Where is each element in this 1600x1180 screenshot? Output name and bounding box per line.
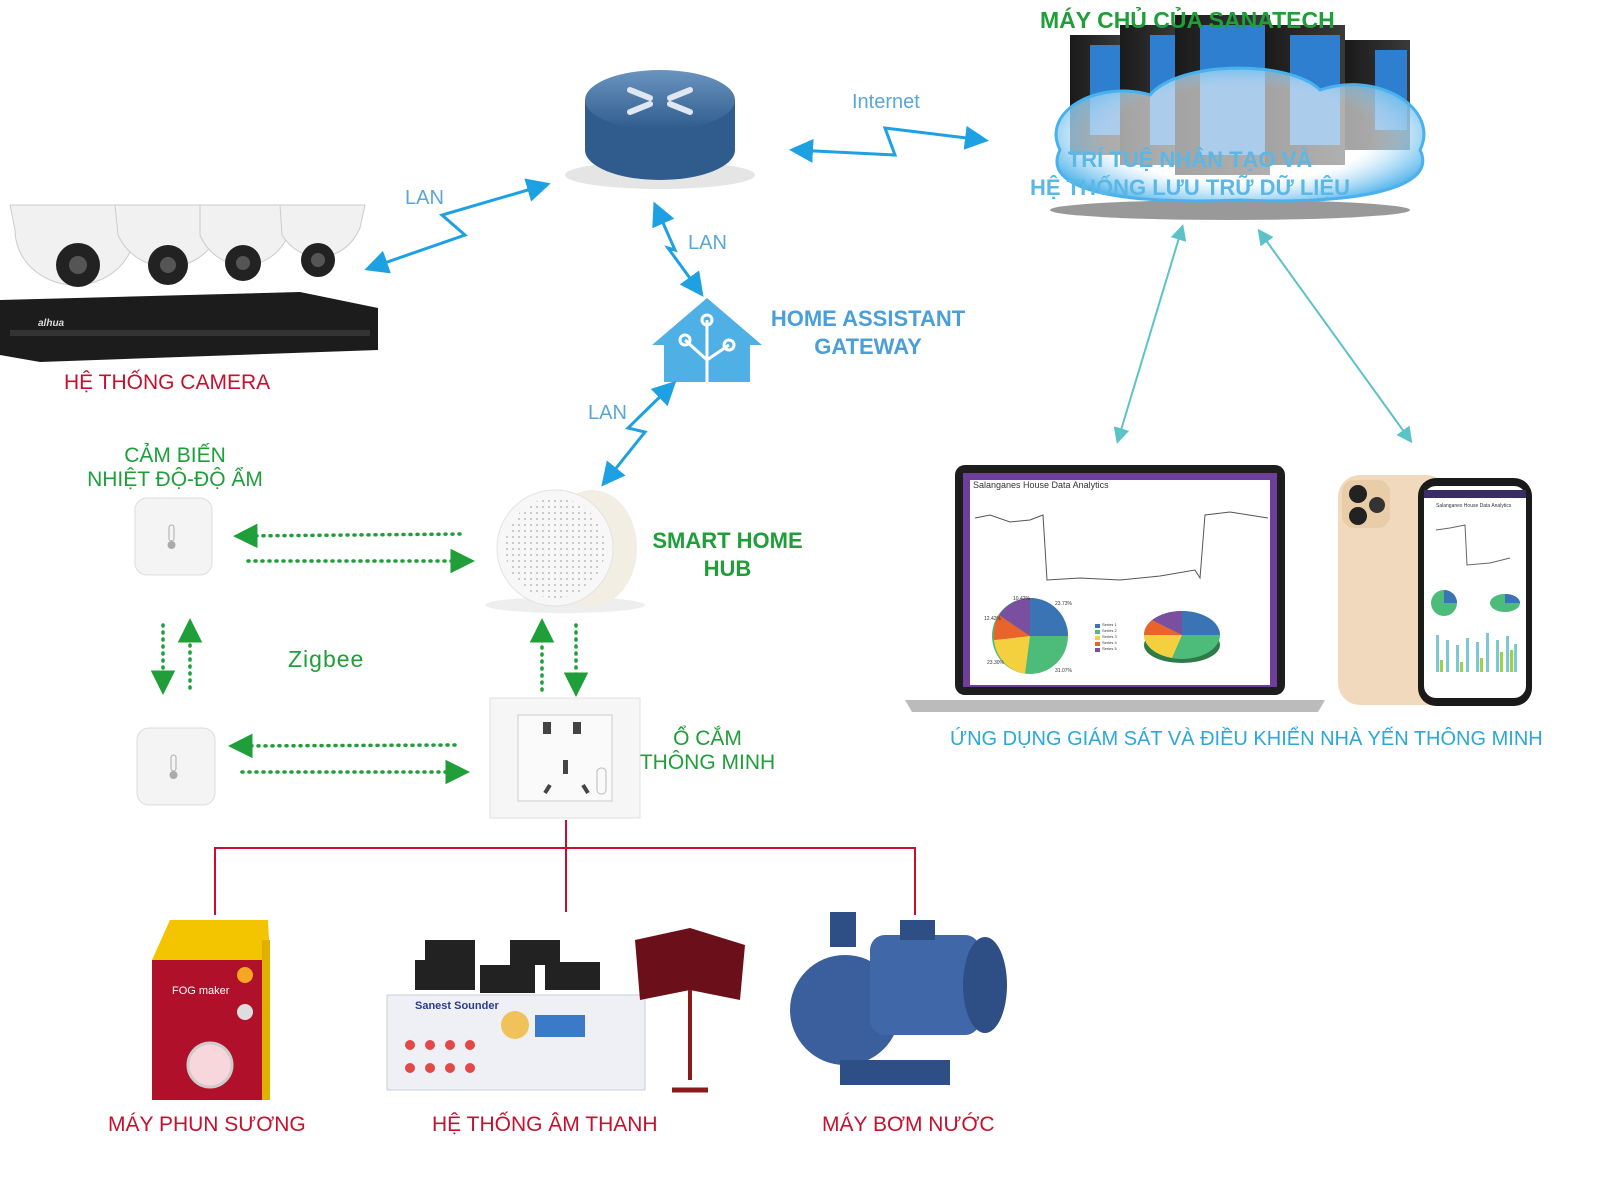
- temperature-humidity-sensor-1: [134, 497, 213, 576]
- fog-machine-icon: [152, 920, 270, 1100]
- phone-dashboard-title: Salanganes House Data Analytics: [1436, 503, 1512, 509]
- pie-label-1: 23.73%: [1055, 601, 1072, 607]
- sound-brand: Sanest Sounder: [415, 1000, 499, 1012]
- dvr-brand-logo: alhua: [38, 318, 65, 329]
- sound-system-icon: [386, 928, 745, 1093]
- dashboard-title: Salanganes House Data Analytics: [973, 480, 1109, 490]
- cloud-link-laptop: [1113, 224, 1187, 444]
- lan-link-gateway-hub: [601, 380, 677, 487]
- smartphone-dashboard: [1338, 475, 1532, 706]
- server-line-2: HỆ THỐNG LƯU TRỮ DỮ LIỆU: [1030, 175, 1350, 200]
- app-label: ỨNG DỤNG GIÁM SÁT VÀ ĐIỀU KHIỂN NHÀ YẾN …: [950, 728, 1543, 750]
- laptop-dashboard: [905, 465, 1325, 712]
- lan-label-hub: LAN: [588, 402, 627, 424]
- smart-home-hub-icon: [485, 489, 645, 613]
- zigbee-socket-to-sensor2: [228, 733, 457, 759]
- internet-link: [789, 125, 989, 163]
- server-description: TRÍ TUỆ NHÂN TẠO VÀ HỆ THỐNG LƯU TRỮ DỮ …: [1010, 146, 1370, 202]
- power-wiring: [214, 820, 916, 915]
- socket-line-1: Ổ CẮM: [673, 727, 742, 750]
- home-assistant-icon: [652, 298, 762, 382]
- lan-label-gateway: LAN: [688, 232, 727, 254]
- legend-series-1: Series 1: [1102, 622, 1117, 627]
- gateway-label: HOME ASSISTANT GATEWAY: [768, 305, 968, 361]
- hub-label: SMART HOME HUB: [650, 527, 805, 583]
- fog-brand: FOG maker: [172, 985, 230, 997]
- pie-legend: Series 1 Series 2 Series 3 Series 4 Seri…: [1102, 622, 1117, 652]
- camera-label: HỆ THỐNG CAMERA: [64, 371, 271, 394]
- fog-machine-label: MÁY PHUN SƯƠNG: [108, 1113, 306, 1136]
- temperature-humidity-sensor-2: [136, 727, 216, 806]
- lan-link-camera-router: [364, 178, 551, 274]
- legend-series-5: Series 5: [1102, 646, 1117, 651]
- server-racks-icon: [1050, 15, 1426, 220]
- server-line-1: TRÍ TUỆ NHÂN TẠO VÀ: [1067, 147, 1313, 172]
- pie-label-3: 23.30%: [987, 660, 1004, 666]
- legend-series-2: Series 2: [1102, 628, 1117, 633]
- pie-legend-swatches: [1095, 624, 1100, 652]
- sensor-line-1: CẢM BIẾN: [124, 444, 226, 467]
- pie-chart-3d: [1143, 610, 1220, 663]
- legend-series-4: Series 4: [1102, 640, 1117, 645]
- lan-label-camera: LAN: [405, 187, 444, 209]
- hub-line-2: HUB: [703, 556, 752, 581]
- pie-chart-2d: [992, 598, 1068, 674]
- gateway-line-1: HOME ASSISTANT: [770, 306, 966, 331]
- pie-label-4: 12.42%: [984, 616, 1001, 622]
- sound-system-label: HỆ THỐNG ÂM THANH: [432, 1113, 658, 1136]
- internet-label: Internet: [852, 91, 920, 113]
- line-chart-trace: [974, 511, 1269, 581]
- camera-system-icon: [0, 204, 378, 362]
- pie-label-5: 10.42%: [1013, 596, 1030, 602]
- server-title: MÁY CHỦ CỦA SANATECH: [1040, 7, 1335, 33]
- legend-series-3: Series 3: [1102, 634, 1117, 639]
- sensor-label: CẢM BIẾN NHIỆT ĐỘ-ĐỘ ẨM: [80, 444, 270, 492]
- smart-socket-icon: [489, 697, 641, 819]
- cloud-link-phone: [1257, 228, 1413, 444]
- zigbee-hub-to-sensor1: [233, 523, 462, 549]
- zigbee-label: Zigbee: [288, 646, 365, 672]
- water-pump-icon: [790, 912, 1007, 1085]
- router-icon: [565, 70, 755, 189]
- lan-link-router-gateway: [652, 201, 704, 297]
- water-pump-label: MÁY BƠM NƯỚC: [822, 1113, 995, 1136]
- pie-label-2: 31.07%: [1055, 668, 1072, 674]
- sensor-line-2: NHIỆT ĐỘ-ĐỘ ẨM: [87, 468, 263, 491]
- socket-line-2: THÔNG MINH: [639, 751, 776, 774]
- hub-line-1: SMART HOME: [652, 528, 803, 553]
- gateway-line-2: GATEWAY: [814, 334, 922, 359]
- socket-label: Ổ CẮM THÔNG MINH: [635, 727, 780, 775]
